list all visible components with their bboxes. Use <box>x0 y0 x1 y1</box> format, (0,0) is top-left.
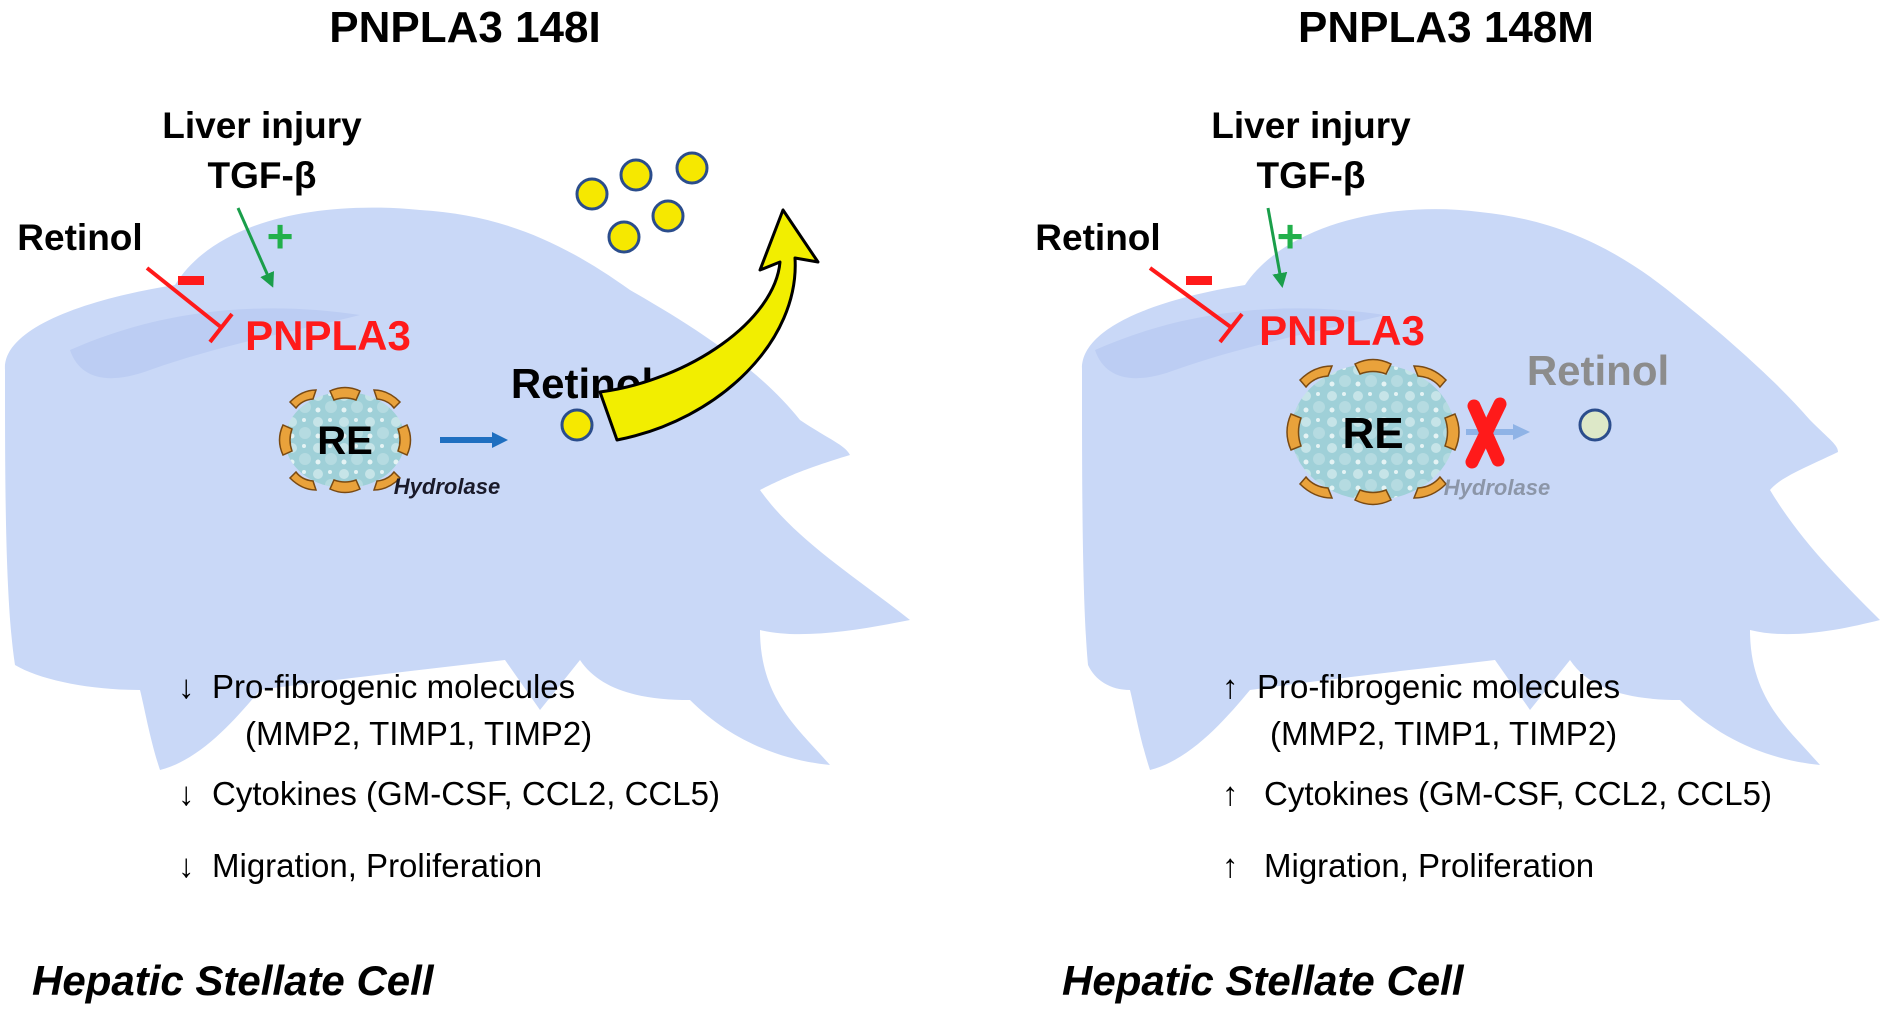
left-product-retinol-dot <box>560 408 594 442</box>
left-effect-text-sub: (MMP2, TIMP1, TIMP2) <box>245 715 592 752</box>
left-effect-arrow: ↓ <box>178 668 195 705</box>
left-effects-list: ↓ Pro-fibrogenic molecules (MMP2, TIMP1,… <box>178 668 720 884</box>
retinol-dot <box>575 177 609 211</box>
right-product-label: Retinol <box>1527 347 1669 394</box>
right-effect-text: Cytokines (GM-CSF, CCL2, CCL5) <box>1264 775 1772 812</box>
left-panel: PNPLA3 148I Liver injury TGF-β + Retinol… <box>4 3 910 1004</box>
right-stimulus-arrow <box>1266 207 1288 288</box>
right-product-retinol-dot <box>1578 408 1612 442</box>
left-re-label: RE <box>317 419 373 463</box>
left-effect-arrow: ↓ <box>178 847 195 884</box>
left-effect-arrow: ↓ <box>178 775 195 812</box>
retinol-dot <box>675 151 709 185</box>
right-hydrolase-arrowhead <box>1513 424 1530 440</box>
right-effect-arrow: ↑ <box>1222 775 1239 812</box>
right-minus-sign <box>1186 276 1212 285</box>
retinol-dot <box>619 158 653 192</box>
right-inhibitor-line <box>1148 266 1234 330</box>
left-cell-body <box>4 207 910 770</box>
left-cell-label: Hepatic Stellate Cell <box>32 957 435 1004</box>
left-inhibitor-bar <box>208 312 234 344</box>
right-hydrolase-label: Hydrolase <box>1444 475 1550 500</box>
right-re-label: RE <box>1342 409 1403 458</box>
right-effect-text-sub: (MMP2, TIMP1, TIMP2) <box>1270 715 1617 752</box>
right-block-x <box>1465 397 1507 469</box>
right-panel: PNPLA3 148M Liver injury TGF-β + Retinol… <box>1035 3 1880 1004</box>
right-effects-list: ↑ Pro-fibrogenic molecules (MMP2, TIMP1,… <box>1222 668 1772 884</box>
right-effect-arrow: ↑ <box>1222 668 1239 705</box>
left-hydrolase-arrowhead <box>492 432 508 448</box>
left-hydrolase-label: Hydrolase <box>394 474 500 499</box>
right-inhibitor-bar <box>1218 312 1244 344</box>
left-plus-sign: + <box>267 210 294 262</box>
left-inhibitor-line <box>145 266 224 330</box>
right-re-droplet: RE <box>1286 358 1460 506</box>
left-stimulus-arrow <box>236 207 275 288</box>
right-stimulus-line1: Liver injury <box>1211 105 1411 146</box>
left-effect-text: Cytokines (GM-CSF, CCL2, CCL5) <box>212 775 720 812</box>
right-effect-text: Pro-fibrogenic molecules <box>1257 668 1620 705</box>
left-inhibitor-label: Retinol <box>17 217 142 258</box>
right-cell-body <box>1081 209 1880 770</box>
left-re-droplet: RE <box>278 386 412 494</box>
retinol-dot <box>607 220 641 254</box>
left-exported-retinol <box>575 151 709 254</box>
right-effect-text: Migration, Proliferation <box>1264 847 1594 884</box>
left-enzyme-label: PNPLA3 <box>245 312 411 359</box>
left-minus-sign <box>178 276 204 285</box>
left-curved-export-arrow <box>598 208 820 442</box>
right-cell-dendrite <box>1095 308 1385 379</box>
right-inhibitor-label: Retinol <box>1035 217 1160 258</box>
right-enzyme-label: PNPLA3 <box>1259 307 1425 354</box>
left-effect-text: Pro-fibrogenic molecules <box>212 668 575 705</box>
left-effect-text: Migration, Proliferation <box>212 847 542 884</box>
right-stimulus-line2: TGF-β <box>1257 155 1366 196</box>
left-stimulus-line1: Liver injury <box>162 105 362 146</box>
right-panel-title: PNPLA3 148M <box>1298 3 1594 52</box>
right-plus-sign: + <box>1277 210 1304 262</box>
left-cell-dendrite <box>70 308 360 379</box>
left-panel-title: PNPLA3 148I <box>329 3 600 52</box>
right-cell-label: Hepatic Stellate Cell <box>1062 957 1465 1004</box>
right-effect-arrow: ↑ <box>1222 847 1239 884</box>
retinol-dot <box>651 199 685 233</box>
left-stimulus-line2: TGF-β <box>208 155 317 196</box>
